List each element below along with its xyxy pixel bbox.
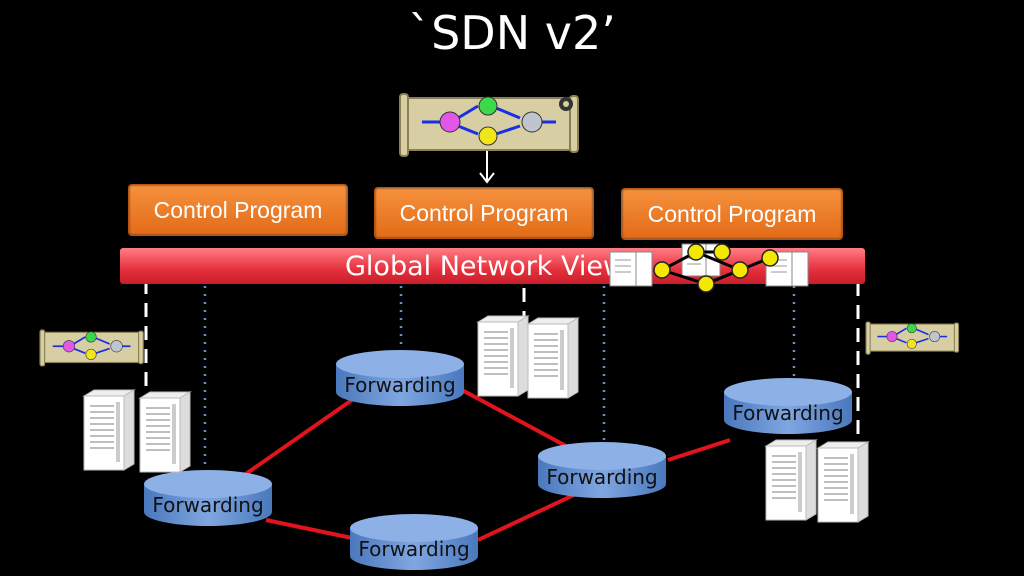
workflow-scroll-icon <box>865 321 960 356</box>
control-program-label: Control Program <box>399 199 569 226</box>
global-network-view-label: Global Network View <box>345 251 626 282</box>
link-line <box>265 518 353 540</box>
control-program-box-2: Control Program <box>374 187 594 239</box>
link-line <box>667 438 731 462</box>
control-program-label: Control Program <box>153 196 323 223</box>
forwarding-node-2 <box>724 378 852 434</box>
control-program-label: Control Program <box>647 200 817 227</box>
forwarding-label: Forwarding <box>546 465 658 489</box>
link-line <box>461 388 567 448</box>
gear-icon <box>559 97 573 111</box>
link-line <box>238 398 354 480</box>
control-program-box-3: Control Program <box>621 188 843 240</box>
forwarding-label: Forwarding <box>152 493 264 517</box>
forwarding-label: Forwarding <box>732 401 844 425</box>
forwarding-label: Forwarding <box>344 373 456 397</box>
forwarding-node-3 <box>538 442 666 498</box>
forwarding-label: Forwarding <box>358 537 470 561</box>
forwarding-node-4 <box>144 470 272 526</box>
forwarding-node-5 <box>350 514 478 570</box>
forwarding-node-1 <box>336 350 464 406</box>
workflow-scroll-icon <box>39 329 145 367</box>
control-program-box-1: Control Program <box>128 184 348 236</box>
workflow-scroll-icon <box>398 92 580 158</box>
down-arrow <box>479 150 495 184</box>
slide-title: `SDN v2’ <box>408 6 616 60</box>
link-line <box>477 492 577 542</box>
